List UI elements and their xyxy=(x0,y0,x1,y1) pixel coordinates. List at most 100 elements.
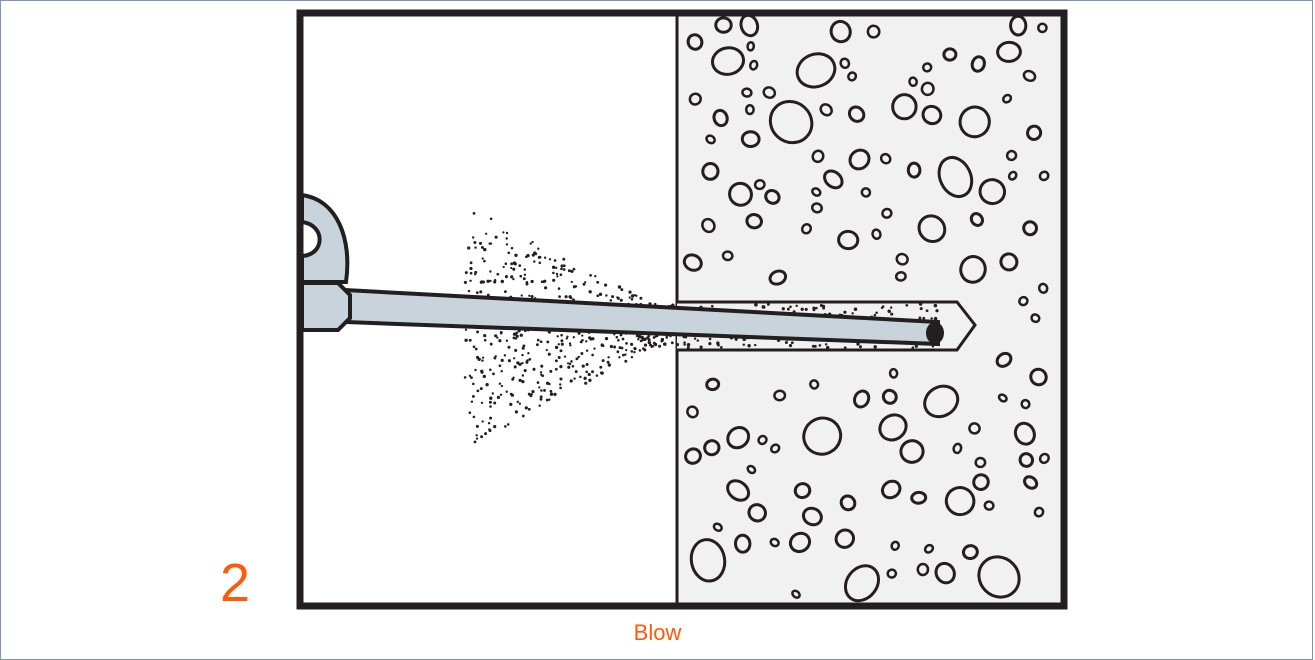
dust-particle xyxy=(499,330,503,334)
dust-particle xyxy=(523,369,527,373)
dust-particle xyxy=(618,356,621,359)
aggregate-stone xyxy=(1020,398,1031,410)
dust-particle xyxy=(596,294,600,298)
aggregate-stone xyxy=(1026,124,1043,141)
dust-particle xyxy=(505,339,509,342)
dust-particle xyxy=(525,255,528,259)
aggregate-stone xyxy=(839,494,857,512)
aggregate-stone xyxy=(809,379,820,390)
aggregate-stone xyxy=(1018,452,1035,468)
dust-particle xyxy=(639,296,643,300)
dust-particle xyxy=(464,328,468,331)
dust-particle xyxy=(489,368,492,372)
dust-particle xyxy=(469,271,473,275)
dust-particle xyxy=(560,267,563,271)
aggregate-stone xyxy=(847,71,858,82)
dust-particle xyxy=(875,311,878,314)
dust-particle xyxy=(474,347,478,351)
aggregate-stone xyxy=(866,24,881,39)
dust-particle xyxy=(467,246,471,250)
dust-particle xyxy=(481,257,484,260)
dust-particle xyxy=(599,365,603,369)
dust-particle xyxy=(468,374,472,378)
aggregate-stone xyxy=(1033,506,1045,518)
dust-particle xyxy=(475,355,480,359)
aggregate-stone xyxy=(1030,313,1041,324)
dust-particle xyxy=(708,342,712,346)
aggregate-stone xyxy=(802,416,843,456)
aggregate-stone xyxy=(853,389,871,409)
dust-particle xyxy=(488,429,492,433)
dust-particle xyxy=(472,212,476,215)
dust-particle xyxy=(512,277,515,281)
dust-particle xyxy=(611,295,615,299)
dust-particle xyxy=(609,344,614,349)
aggregate-stone xyxy=(686,33,704,51)
dust-particle xyxy=(573,377,576,380)
aggregate-stone xyxy=(829,19,852,44)
dust-particle xyxy=(549,369,553,373)
illustration-border xyxy=(296,9,1068,610)
dust-particle xyxy=(604,283,608,287)
dust-particle xyxy=(553,392,557,397)
dust-particle xyxy=(781,307,785,311)
dust-particle xyxy=(536,338,540,342)
aggregate-stone xyxy=(972,473,990,491)
dust-particle xyxy=(581,364,585,368)
aggregate-stone xyxy=(996,40,1022,63)
aggregate-stone xyxy=(1007,170,1018,181)
aggregate-stone xyxy=(705,377,721,392)
dust-particle xyxy=(925,309,929,313)
dust-particle xyxy=(510,275,514,279)
dust-particle xyxy=(754,343,757,347)
aggregate-stone xyxy=(974,456,987,469)
aggregate-stone xyxy=(747,503,767,523)
dust-particle xyxy=(483,248,486,251)
dust-particle xyxy=(815,306,818,310)
dust-particle xyxy=(513,357,516,360)
dust-particle xyxy=(933,303,938,308)
dust-particle xyxy=(505,231,509,235)
dust-particle xyxy=(559,273,563,277)
dust-particle xyxy=(575,357,579,361)
aggregate-stone xyxy=(703,439,721,457)
dust-particle xyxy=(489,242,493,245)
aggregate-stone xyxy=(921,104,943,126)
aggregate-stone xyxy=(983,500,995,511)
dust-particle xyxy=(556,335,559,338)
blow-gun-handle xyxy=(300,192,350,284)
aggregate-stone xyxy=(860,187,872,198)
dust-particle xyxy=(591,370,594,374)
dust-particle xyxy=(580,352,584,355)
aggregate-stone xyxy=(710,46,746,76)
dust-particle xyxy=(568,362,572,366)
aggregate-stone xyxy=(770,443,781,454)
dust-particle xyxy=(581,334,584,337)
dust-particle xyxy=(635,334,639,338)
aggregate-stone xyxy=(970,55,986,73)
dust-particle xyxy=(873,345,877,349)
dust-particle xyxy=(489,279,492,283)
dust-particle xyxy=(800,307,804,311)
dust-particle xyxy=(529,394,533,398)
aggregate-stone xyxy=(744,103,755,116)
dust-particle xyxy=(521,379,525,384)
dust-particle xyxy=(887,309,891,314)
dust-particle xyxy=(535,343,539,347)
dust-particle xyxy=(873,313,877,317)
dust-particle xyxy=(538,261,542,265)
dust-particle xyxy=(472,345,476,349)
aggregate-stone xyxy=(753,179,766,191)
nozzle-fitting xyxy=(300,281,352,332)
dust-particle xyxy=(742,343,746,347)
dust-particle xyxy=(543,286,548,290)
dust-particle xyxy=(540,389,543,392)
dust-particle xyxy=(747,344,751,348)
dust-particle xyxy=(489,270,492,273)
dust-particle xyxy=(537,247,540,250)
aggregate-stone xyxy=(801,506,823,527)
dust-particle xyxy=(491,392,495,395)
dust-particle xyxy=(890,306,893,309)
dust-particle xyxy=(683,343,686,346)
dust-particle xyxy=(488,400,492,404)
